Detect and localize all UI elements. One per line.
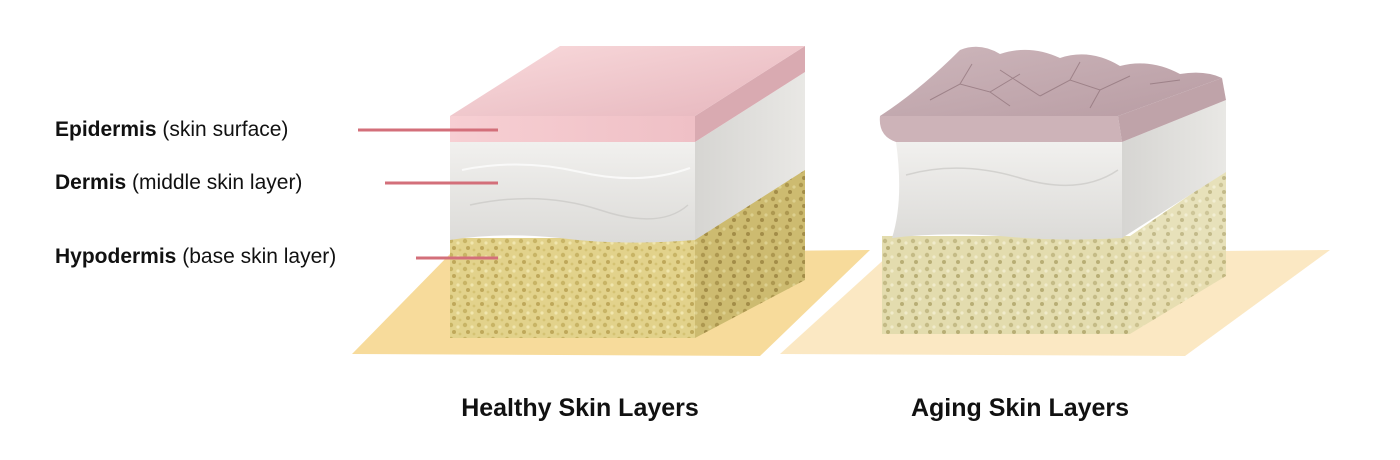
aging-epidermis-front bbox=[879, 116, 1122, 142]
healthy-dermis-side bbox=[695, 72, 805, 240]
hypodermis-desc: (base skin layer) bbox=[182, 245, 337, 268]
healthy-epidermis-top bbox=[450, 46, 805, 116]
epidermis-term: Epidermis bbox=[55, 118, 157, 141]
healthy-dermis-front bbox=[450, 142, 695, 243]
epidermis-label: Epidermis (skin surface) bbox=[55, 118, 288, 142]
healthy-hypodermis-front bbox=[450, 238, 695, 338]
hypodermis-term: Hypodermis bbox=[55, 245, 177, 268]
dermis-term: Dermis bbox=[55, 171, 127, 194]
epidermis-desc: (skin surface) bbox=[162, 118, 289, 141]
healthy-skin-block bbox=[450, 46, 805, 338]
healthy-hypodermis-side bbox=[695, 168, 805, 338]
aging-hypodermis-front bbox=[882, 236, 1130, 334]
hypodermis-label: Hypodermis (base skin layer) bbox=[55, 245, 336, 269]
healthy-caption: Healthy Skin Layers bbox=[461, 394, 699, 422]
aging-epidermis-side bbox=[1118, 78, 1226, 142]
healthy-epidermis-front bbox=[450, 116, 695, 142]
aging-caption: Aging Skin Layers bbox=[910, 394, 1130, 422]
aging-hypodermis-side bbox=[1130, 170, 1226, 334]
dermis-label: Dermis (middle skin layer) bbox=[55, 171, 302, 195]
aging-dermis-front bbox=[892, 142, 1122, 240]
aging-skin-block bbox=[879, 46, 1226, 334]
healthy-epidermis-side bbox=[695, 46, 805, 142]
dermis-desc: (middle skin layer) bbox=[132, 171, 303, 194]
aging-epidermis-top bbox=[880, 46, 1222, 116]
aging-dermis-side bbox=[1122, 100, 1226, 238]
